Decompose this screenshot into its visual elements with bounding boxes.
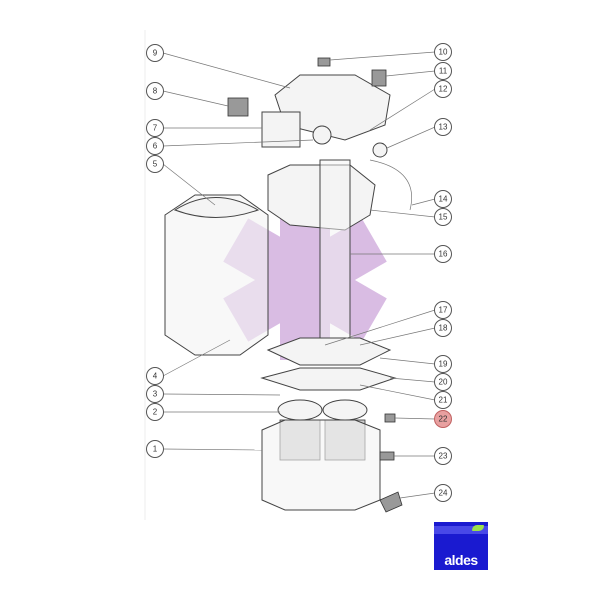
base-1 [261, 419, 381, 511]
callout-7[interactable]: 7 [146, 119, 164, 137]
svg-text:10: 10 [439, 48, 448, 57]
callout-9[interactable]: 9 [146, 44, 164, 62]
aldes-logo: aldes [434, 522, 488, 570]
callout-15[interactable]: 15 [434, 208, 452, 226]
svg-text:20: 20 [439, 378, 448, 387]
callout-14[interactable]: 14 [434, 190, 452, 208]
callout-3[interactable]: 3 [146, 385, 164, 403]
svg-text:12: 12 [439, 85, 448, 94]
svg-text:1: 1 [153, 445, 158, 454]
callout-13[interactable]: 13 [434, 118, 452, 136]
svg-text:9: 9 [153, 49, 158, 58]
leader-lines [162, 51, 436, 499]
callout-4[interactable]: 4 [146, 367, 164, 385]
callout-17[interactable]: 17 [434, 301, 452, 319]
svg-text:6: 6 [153, 142, 158, 151]
gasket-20 [260, 367, 397, 391]
svg-text:5: 5 [153, 160, 158, 169]
motor-right [322, 399, 368, 421]
svg-text:19: 19 [439, 360, 448, 369]
callout-19[interactable]: 19 [434, 355, 452, 373]
clip-10 [317, 57, 331, 67]
callout-24[interactable]: 24 [434, 484, 452, 502]
callout-1[interactable]: 1 [146, 440, 164, 458]
part-22 [384, 413, 396, 423]
svg-text:17: 17 [439, 306, 448, 315]
cable-14 [369, 159, 412, 211]
callout-18[interactable]: 18 [434, 319, 452, 337]
callout-2[interactable]: 2 [146, 403, 164, 421]
panel-7 [261, 111, 301, 148]
bracket-11 [371, 69, 387, 87]
svg-text:13: 13 [439, 123, 448, 132]
svg-text:23: 23 [439, 452, 448, 461]
motor-left [277, 399, 323, 421]
callout-6[interactable]: 6 [146, 137, 164, 155]
column-16 [319, 159, 351, 341]
svg-text:2: 2 [153, 408, 158, 417]
callout-16[interactable]: 16 [434, 245, 452, 263]
svg-text:16: 16 [439, 250, 448, 259]
part-8 [227, 97, 249, 117]
leaf-icon [472, 525, 484, 531]
callout-21[interactable]: 21 [434, 391, 452, 409]
svg-text:24: 24 [439, 489, 448, 498]
svg-text:4: 4 [153, 372, 158, 381]
svg-text:11: 11 [439, 67, 448, 76]
callout-22-highlighted[interactable]: 22 [434, 410, 452, 428]
logo-stripe [434, 526, 488, 534]
svg-text:8: 8 [153, 87, 158, 96]
svg-text:14: 14 [439, 195, 448, 204]
callout-10[interactable]: 10 [434, 43, 452, 61]
svg-text:15: 15 [439, 213, 448, 222]
callout-11[interactable]: 11 [434, 62, 452, 80]
logo-text: aldes [444, 552, 478, 568]
svg-text:22: 22 [439, 415, 448, 424]
part-24 [379, 491, 403, 513]
connector-6 [312, 125, 332, 145]
part-23 [379, 451, 395, 461]
callout-5[interactable]: 5 [146, 155, 164, 173]
callout-23[interactable]: 23 [434, 447, 452, 465]
housing-cover [164, 194, 269, 356]
base-plate-18 [266, 337, 392, 366]
svg-text:7: 7 [153, 124, 158, 133]
svg-text:3: 3 [153, 390, 158, 399]
svg-text:21: 21 [439, 396, 448, 405]
svg-text:18: 18 [439, 324, 448, 333]
callout-8[interactable]: 8 [146, 82, 164, 100]
callout-20[interactable]: 20 [434, 373, 452, 391]
ring-13 [372, 142, 388, 158]
callout-12[interactable]: 12 [434, 80, 452, 98]
